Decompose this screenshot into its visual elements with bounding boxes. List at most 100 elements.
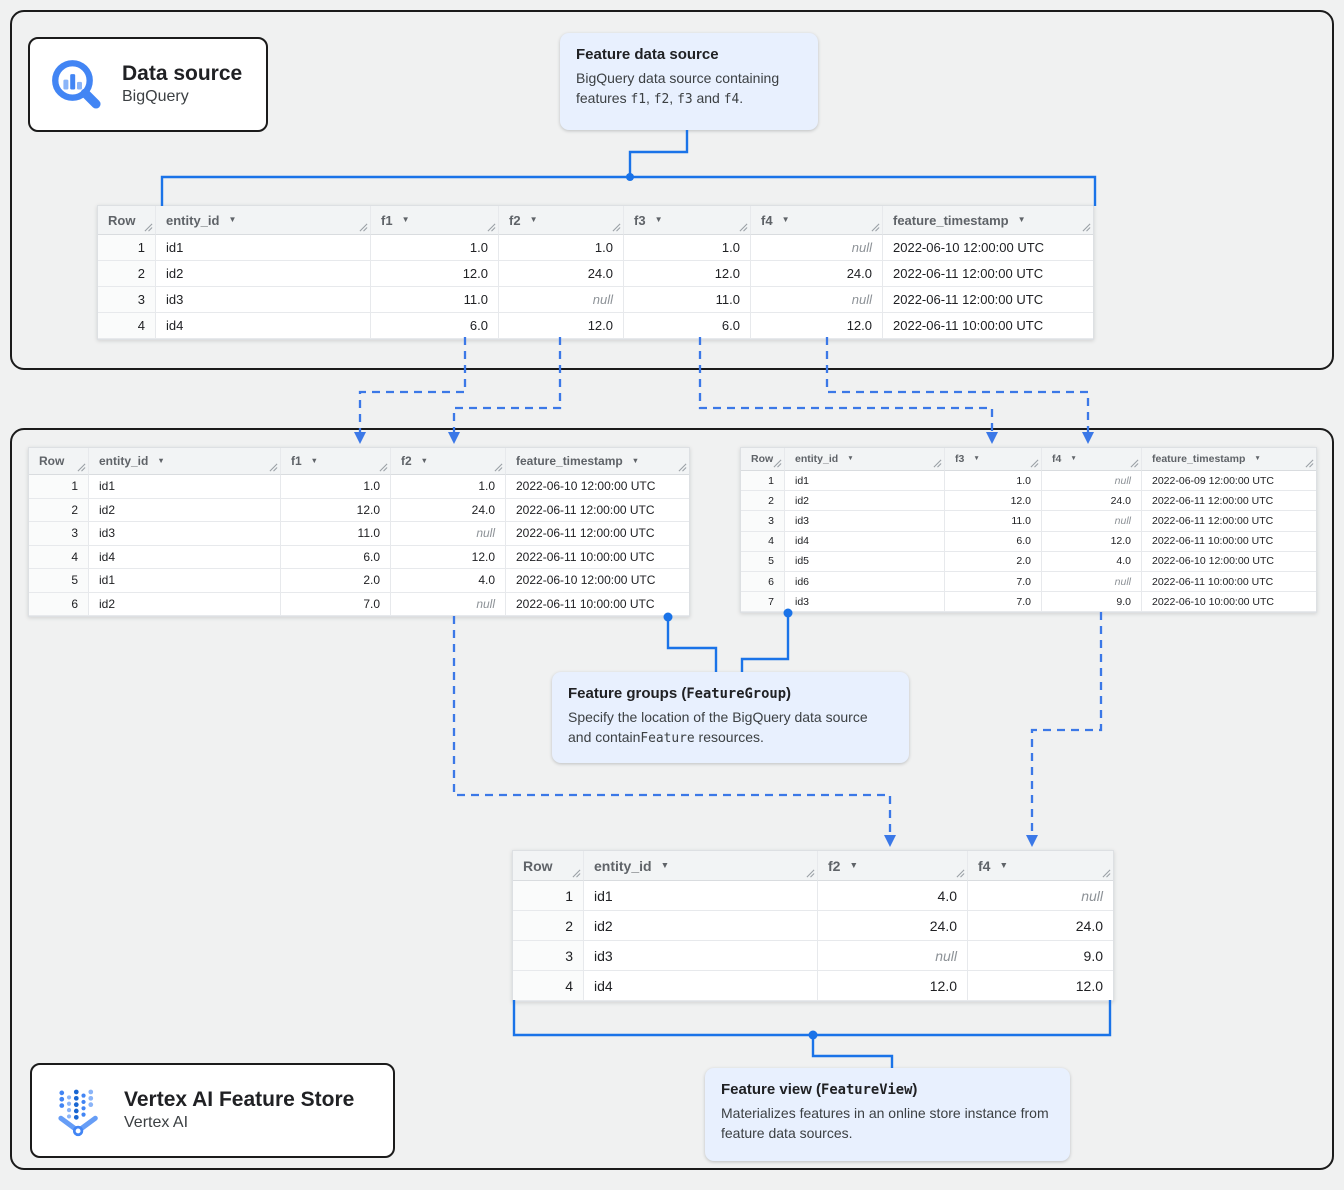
sort-dropdown-icon[interactable]: ▼ [401,214,410,224]
resize-handle-icon[interactable] [269,463,278,472]
column-header-f2[interactable]: f2▼ [391,448,506,475]
resize-handle-icon[interactable] [933,459,942,468]
resize-handle-icon[interactable] [494,463,503,472]
cell-entity_id: id3 [785,592,945,613]
resize-handle-icon[interactable] [678,463,687,472]
sort-dropdown-icon[interactable]: ▼ [849,860,859,871]
column-header-f2[interactable]: f2▼ [818,851,968,881]
column-header-f4[interactable]: f4 ▼ [751,206,883,235]
column-label: entity_id [99,454,149,468]
feature-groups-callout: Feature groups (FeatureGroup) Specify th… [552,672,909,763]
resize-handle-icon[interactable] [359,223,368,232]
cell-f2: null [499,287,624,313]
column-header-entity_id[interactable]: entity_id ▼ [584,851,818,881]
resize-handle-icon[interactable] [1130,459,1139,468]
cell-f3: 7.0 [945,592,1042,613]
cell-feature_timestamp: 2022-06-10 10:00:00 UTC [1142,592,1316,613]
feature-store-container [10,428,1334,1170]
cell-f4: null [1042,511,1142,532]
column-header-f1[interactable]: f1 ▼ [281,448,391,475]
resize-handle-icon[interactable] [739,223,748,232]
resize-handle-icon[interactable] [612,223,621,232]
resize-handle-icon[interactable] [379,463,388,472]
sort-dropdown-icon[interactable]: ▼ [847,454,854,462]
column-header-f3[interactable]: f3▼ [624,206,751,235]
text: ) [912,1081,918,1098]
cell-feature_timestamp: 2022-06-11 10:00:00 UTC [1142,532,1316,552]
sort-dropdown-icon[interactable]: ▼ [660,860,670,871]
cell-entity_id: id4 [584,971,818,1001]
cell-f3: 6.0 [624,313,751,339]
column-header-entity_id[interactable]: entity_id ▼ [89,448,281,475]
cell-f2: 12.0 [391,545,506,569]
sort-dropdown-icon[interactable]: ▼ [1254,454,1261,462]
resize-handle-icon[interactable] [487,223,496,232]
sort-dropdown-icon[interactable]: ▼ [973,454,980,462]
sort-dropdown-icon[interactable]: ▼ [654,214,663,224]
callout-title: Feature view (FeatureView) [721,1081,1054,1098]
sort-dropdown-icon[interactable]: ▼ [310,456,319,466]
sort-dropdown-icon[interactable]: ▼ [999,860,1009,871]
resize-handle-icon[interactable] [806,869,815,878]
cell-Row: 3 [98,287,156,313]
sort-dropdown-icon[interactable]: ▼ [1070,454,1077,462]
cell-entity_id: id3 [89,522,281,546]
sort-dropdown-icon[interactable]: ▼ [529,214,538,224]
resize-handle-icon[interactable] [956,869,965,878]
column-header-f3[interactable]: f3▼ [945,448,1042,471]
cell-feature_timestamp: 2022-06-11 12:00:00 UTC [1142,511,1316,532]
null-value: null [851,240,872,255]
column-label: f1 [291,454,302,468]
cell-f4: 24.0 [751,261,883,287]
resize-handle-icon[interactable] [1082,223,1091,232]
cell-entity_id: id1 [89,475,281,499]
column-header-feature_timestamp[interactable]: feature_timestamp▼ [1142,448,1316,471]
resize-handle-icon[interactable] [1305,459,1314,468]
cell-entity_id: id2 [584,911,818,941]
column-header-f4[interactable]: f4▼ [1042,448,1142,471]
resize-handle-icon[interactable] [77,463,86,472]
resize-handle-icon[interactable] [144,223,153,232]
sort-dropdown-icon[interactable]: ▼ [631,456,640,466]
cell-f3: 11.0 [624,287,751,313]
resize-handle-icon[interactable] [773,459,782,468]
null-value: null [1114,514,1131,527]
cell-f4: 9.0 [1042,592,1142,613]
cell-f1: 12.0 [281,498,391,522]
cell-feature_timestamp: 2022-06-11 10:00:00 UTC [883,313,1093,339]
sort-dropdown-icon[interactable]: ▼ [157,456,165,466]
resize-handle-icon[interactable] [1030,459,1039,468]
cell-f2: null [391,592,506,616]
column-header-feature_timestamp[interactable]: feature_timestamp▼ [883,206,1093,235]
sort-dropdown-icon[interactable]: ▼ [228,214,237,224]
resize-handle-icon[interactable] [1102,869,1111,878]
cell-f2: 4.0 [818,881,968,911]
resize-handle-icon[interactable] [572,869,581,878]
resize-handle-icon[interactable] [871,223,880,232]
sort-dropdown-icon[interactable]: ▼ [781,214,790,224]
column-header-f1[interactable]: f1▼ [371,206,499,235]
sort-dropdown-icon[interactable]: ▼ [420,456,429,466]
cell-f4: 4.0 [1042,551,1142,572]
null-value: null [476,596,495,611]
callout-body: Materializes features in an online store… [721,1104,1054,1144]
column-label: entity_id [594,857,652,874]
column-header-f4[interactable]: f4▼ [968,851,1113,881]
column-header-feature_timestamp[interactable]: feature_timestamp▼ [506,448,689,475]
column-header-entity_id[interactable]: entity_id▼ [156,206,371,235]
sort-dropdown-icon[interactable]: ▼ [1017,214,1026,224]
column-header-entity_id[interactable]: entity_id▼ [785,448,945,471]
cell-f2: 12.0 [818,971,968,1001]
column-header-f2[interactable]: f2▼ [499,206,624,235]
column-label: f4 [761,212,773,228]
